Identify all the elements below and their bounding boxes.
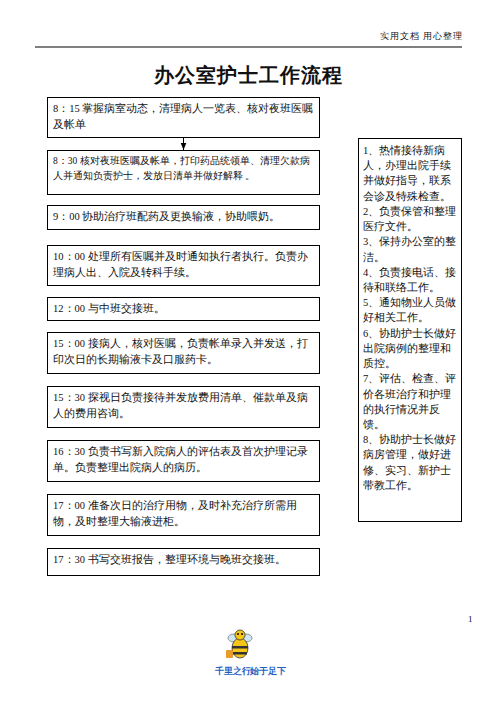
node-text: 16：30 负责书写新入院病人的评估表及首次护理记录单。负责整理出院病人的病历。: [53, 444, 314, 477]
node-text: 8：30 核对夜班医嘱及帐单，打印药品统领单、清理欠款病人并通知负责护士，发放日…: [53, 154, 314, 183]
slogan-text: 始于足下: [250, 665, 286, 678]
page-number: 1: [468, 614, 473, 624]
process-box: 17：00 准备次日的治疗用物，及时补充治疗所需用物，及时整理大输液进柜。: [47, 494, 320, 536]
header-rule: [35, 47, 462, 48]
header-note: 实用文档 用心整理: [380, 30, 463, 43]
node-text: 2、负责保管和整理医疗文件。: [363, 204, 457, 234]
node-text: 8、协助护士长做好病房管理，做好进修、实习、新护士带教工作。: [363, 432, 457, 493]
process-box: 8：15 掌握病室动态，清理病人一览表、核对夜班医嘱及帐单: [47, 97, 320, 138]
node-text: 17：00 准备次日的治疗用物，及时补充治疗所需用物，及时整理大输液进柜。: [53, 498, 314, 531]
node-text: 15：00 接病人，核对医嘱，负责帐单录入并发送，打印次日的长期输液卡及口服药卡…: [53, 336, 314, 369]
node-text: 5、通知物业人员做好相关工作。: [363, 295, 457, 325]
node-text: 9：00 协助治疗班配药及更换输液，协助喂奶。: [53, 209, 314, 225]
process-box: 16：30 负责书写新入院病人的评估表及首次护理记录单。负责整理出院病人的病历。: [47, 440, 320, 482]
diagram-title: 办公室护士工作流程: [0, 62, 496, 89]
flow-arrow: [183, 138, 184, 150]
node-text: 4、负责接电话、接待和联络工作。: [363, 265, 457, 295]
node-text: 12：00 与中班交接班。: [53, 301, 314, 317]
process-box: 12：00 与中班交接班。: [47, 297, 320, 321]
node-text: 3、保持办公室的整洁。: [363, 234, 457, 264]
duty-list-box: 1、热情接待新病人，办理出院手续并做好指导，联系会诊及特殊检查。2、负责保管和整…: [358, 138, 462, 522]
slogan-text: 千里之行: [215, 665, 251, 678]
process-box: 17：30 书写交班报告，整理环境与晚班交接班。: [47, 548, 320, 576]
node-text: 10：00 处理所有医嘱并及时通知执行者执行。负责办理病人出、入院及转科手续。: [53, 249, 314, 282]
bee-logo: [226, 630, 252, 658]
process-box: 15：00 接病人，核对医嘱，负责帐单录入并发送，打印次日的长期输液卡及口服药卡…: [47, 332, 320, 374]
process-box: 15：30 探视日负责接待并发放费用清单、催款单及病人的费用咨询。: [47, 386, 320, 428]
process-box: 9：00 协助治疗班配药及更换输液，协助喂奶。: [47, 205, 320, 230]
node-text: 17：30 书写交班报告，整理环境与晚班交接班。: [53, 552, 314, 568]
process-box: 10：00 处理所有医嘱并及时通知执行者执行。负责办理病人出、入院及转科手续。: [47, 245, 320, 286]
node-text: 15：30 探视日负责接待并发放费用清单、催款单及病人的费用咨询。: [53, 390, 314, 423]
node-text: 8：15 掌握病室动态，清理病人一览表、核对夜班医嘱及帐单: [53, 101, 314, 134]
node-text: 6、协助护士长做好出院病例的整理和质控。: [363, 326, 457, 372]
node-text: 1、热情接待新病人，办理出院手续并做好指导，联系会诊及特殊检查。: [363, 143, 457, 204]
process-box: 8：30 核对夜班医嘱及帐单，打印药品统领单、清理欠款病人并通知负责护士，发放日…: [47, 150, 320, 195]
node-text: 7、评估、检查、评价各班治疗和护理的执行情况并反馈。: [363, 371, 457, 432]
